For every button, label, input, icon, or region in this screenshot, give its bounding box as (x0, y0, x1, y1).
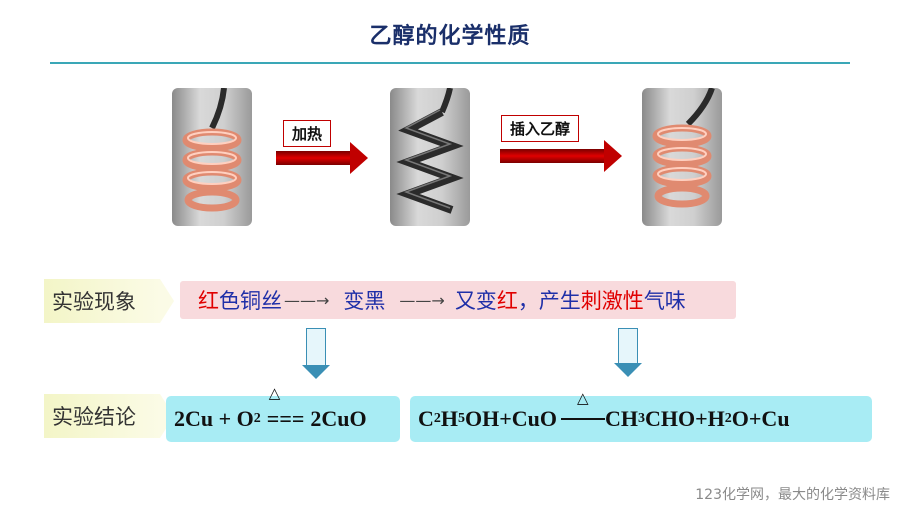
phen-pungent: 刺激性 (580, 289, 644, 313)
conclusion-tag-label: 实验结论 (44, 394, 160, 438)
eq1-subscript: 2 (253, 411, 261, 426)
heat-arrow (276, 142, 368, 174)
blackened-coil-photo (390, 88, 470, 226)
phenomenon-tag-pointer (160, 279, 174, 323)
eq2-sub-2: 2 (433, 411, 441, 426)
eq2-reaction-arrow: △ (561, 391, 606, 429)
phen-red-1: 红 (198, 289, 219, 313)
phenomenon-text: 红 色铜丝 ——→ 变黑 ——→ 又变 红 ，产生 刺激性 气味 (180, 281, 736, 319)
page-title: 乙醇的化学性质 (369, 24, 531, 49)
phen-red-2: 红 (496, 289, 518, 313)
down-arrow-right (614, 328, 642, 377)
phen-arrow-1: ——→ (284, 290, 330, 310)
phen-arrow-2: ——→ (399, 290, 445, 310)
insert-arrow (500, 140, 622, 172)
eq2-h: H (440, 406, 459, 431)
eq1-heat-condition: △ (268, 386, 281, 402)
copper-coil-photo (172, 88, 252, 226)
eq1-reactants: 2Cu + O (174, 406, 254, 431)
phen-copper-wire: 色铜丝 (219, 289, 282, 313)
eq2-c: C (418, 406, 434, 431)
eq2-sub-5: 5 (458, 411, 466, 426)
conclusion-tag: 实验结论 (44, 394, 174, 438)
insert-ethanol-label: 插入乙醇 (501, 115, 580, 142)
eq2-sub-2b: 2 (724, 411, 732, 426)
phenomenon-tag-label: 实验现象 (44, 279, 160, 323)
footer-watermark: 123化学网，最大的化学资料库 (695, 487, 890, 503)
phen-smell: 气味 (643, 289, 686, 313)
phen-turn-black: 变黑 (343, 289, 386, 313)
eq2-products: O+Cu (731, 406, 790, 431)
eq1-product: 2CuO (310, 406, 367, 431)
restored-copper-coil-photo (642, 88, 722, 226)
phenomenon-tag: 实验现象 (44, 279, 174, 323)
eq2-ch: CH (605, 406, 639, 431)
heat-label: 加热 (283, 120, 332, 147)
eq2-heat-condition: △ (577, 391, 589, 407)
phen-again: 又变 (454, 289, 497, 313)
eq2-cho-h: CHO+H (645, 406, 725, 431)
eq1-equals: === (266, 406, 305, 431)
title-divider (50, 62, 850, 64)
down-arrow-left (302, 328, 330, 379)
eq2-sub-3: 3 (638, 411, 646, 426)
phen-produce: ，产生 (517, 289, 581, 313)
eq2-reactants: OH+CuO (465, 406, 558, 431)
